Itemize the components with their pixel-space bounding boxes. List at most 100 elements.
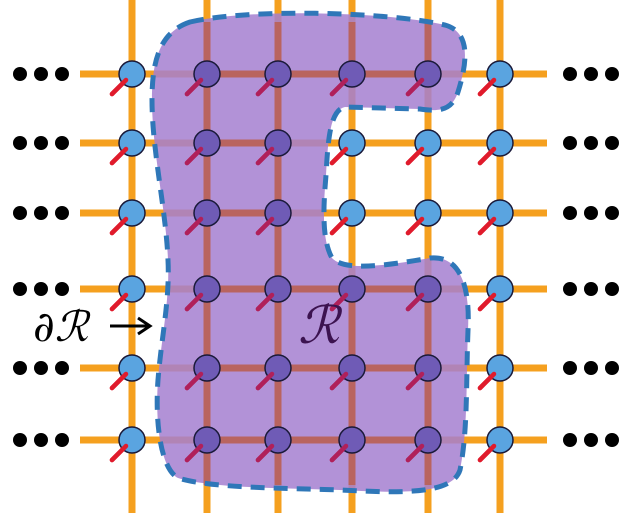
boundary-label: ∂ℛ bbox=[31, 302, 91, 351]
dot bbox=[13, 136, 27, 150]
dot bbox=[563, 67, 577, 81]
dot bbox=[563, 136, 577, 150]
spin-marker-tail bbox=[109, 292, 129, 312]
ellipsis-dots-icon bbox=[13, 282, 69, 296]
spin-marker-tail bbox=[329, 216, 349, 236]
spin-marker-tail bbox=[405, 443, 425, 463]
spin-marker-tail bbox=[477, 77, 497, 97]
lattice-site bbox=[477, 354, 514, 391]
lattice-site bbox=[109, 275, 146, 312]
spin-marker-tail bbox=[477, 146, 497, 166]
spin-marker-tail bbox=[329, 371, 349, 391]
lattice-site bbox=[184, 354, 221, 391]
lattice-site bbox=[109, 60, 146, 97]
spin-marker-tail bbox=[109, 216, 129, 236]
dot bbox=[605, 433, 619, 447]
lattice-site bbox=[405, 129, 442, 166]
lattice-site bbox=[405, 199, 442, 236]
spin-marker-tail bbox=[477, 292, 497, 312]
dot bbox=[55, 206, 69, 220]
ellipsis-dots bbox=[13, 67, 619, 447]
spin-marker-tail bbox=[184, 77, 204, 97]
dot bbox=[563, 282, 577, 296]
dot bbox=[584, 67, 598, 81]
dot bbox=[34, 282, 48, 296]
spin-marker-tail bbox=[477, 443, 497, 463]
spin-marker-tail bbox=[329, 443, 349, 463]
lattice-site bbox=[109, 354, 146, 391]
dot bbox=[584, 361, 598, 375]
lattice-site bbox=[477, 426, 514, 463]
spin-marker-tail bbox=[184, 146, 204, 166]
lattice-site bbox=[255, 60, 292, 97]
dot bbox=[584, 282, 598, 296]
lattice-site bbox=[405, 426, 442, 463]
lattice-site bbox=[184, 199, 221, 236]
dot bbox=[55, 433, 69, 447]
dot bbox=[605, 361, 619, 375]
lattice-site bbox=[405, 275, 442, 312]
dot bbox=[563, 361, 577, 375]
dot bbox=[584, 206, 598, 220]
dot bbox=[34, 433, 48, 447]
lattice-site bbox=[477, 60, 514, 97]
dot bbox=[605, 282, 619, 296]
spin-marker-tail bbox=[329, 77, 349, 97]
spin-marker-tail bbox=[255, 292, 275, 312]
dot bbox=[605, 136, 619, 150]
dot bbox=[34, 206, 48, 220]
lattice-site bbox=[255, 354, 292, 391]
lattice-site bbox=[109, 199, 146, 236]
dot bbox=[13, 67, 27, 81]
ellipsis-dots-icon bbox=[13, 136, 69, 150]
dot bbox=[563, 206, 577, 220]
ellipsis-dots-icon bbox=[563, 136, 619, 150]
spin-marker-tail bbox=[109, 443, 129, 463]
spin-marker-tail bbox=[405, 216, 425, 236]
lattice-site bbox=[405, 354, 442, 391]
region-label: ℛ bbox=[298, 296, 340, 356]
dot bbox=[34, 67, 48, 81]
ellipsis-dots-icon bbox=[13, 206, 69, 220]
spin-marker-tail bbox=[184, 371, 204, 391]
lattice-site bbox=[184, 275, 221, 312]
lattice-site bbox=[255, 275, 292, 312]
spin-marker-tail bbox=[329, 146, 349, 166]
dot bbox=[13, 206, 27, 220]
ellipsis-dots-icon bbox=[563, 433, 619, 447]
dot bbox=[55, 67, 69, 81]
spin-marker-tail bbox=[255, 146, 275, 166]
lattice-site bbox=[329, 129, 366, 166]
spin-marker-tail bbox=[109, 371, 129, 391]
ellipsis-dots-icon bbox=[13, 433, 69, 447]
dot bbox=[584, 433, 598, 447]
lattice-site bbox=[477, 199, 514, 236]
lattice-site bbox=[329, 275, 366, 312]
dot bbox=[55, 136, 69, 150]
spin-marker-tail bbox=[109, 77, 129, 97]
dot bbox=[563, 433, 577, 447]
ellipsis-dots-icon bbox=[563, 206, 619, 220]
lattice-site bbox=[255, 426, 292, 463]
lattice-site bbox=[405, 60, 442, 97]
region-R bbox=[152, 13, 469, 492]
lattice-site bbox=[329, 60, 366, 97]
ellipsis-dots-icon bbox=[563, 282, 619, 296]
spin-marker-tail bbox=[405, 292, 425, 312]
lattice-site bbox=[329, 199, 366, 236]
spin-marker-tail bbox=[477, 371, 497, 391]
lattice-site bbox=[329, 426, 366, 463]
dot bbox=[55, 282, 69, 296]
right-arrow-icon bbox=[110, 316, 153, 336]
ellipsis-dots-icon bbox=[563, 67, 619, 81]
lattice-site bbox=[255, 199, 292, 236]
region-boundary bbox=[149, 10, 471, 495]
spin-marker-tail bbox=[184, 443, 204, 463]
spin-marker-tail bbox=[255, 443, 275, 463]
lattice-site bbox=[109, 426, 146, 463]
spin-marker-tail bbox=[329, 292, 349, 312]
spin-marker-tail bbox=[405, 77, 425, 97]
ellipsis-dots-icon bbox=[13, 361, 69, 375]
spin-marker-tail bbox=[405, 371, 425, 391]
